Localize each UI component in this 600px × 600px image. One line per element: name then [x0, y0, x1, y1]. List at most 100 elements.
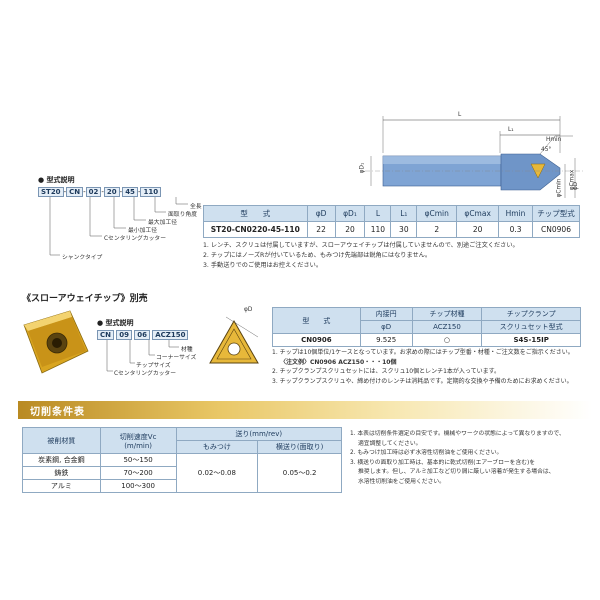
cell-chip-model: CN0906 — [272, 333, 361, 347]
insert-diagram — [209, 316, 259, 364]
model-label-chamfer-angle: 面取り角度 — [168, 212, 197, 218]
model-desc-leaders — [49, 197, 188, 256]
th-chip-grade-name: ACZ150 — [411, 320, 483, 334]
th-clamp-type: スクリュセット型式 — [481, 320, 581, 334]
cell-Cmax: 20 — [456, 221, 500, 238]
cell-Hmin: 0.3 — [498, 221, 534, 238]
insert-dim-label: φD — [244, 307, 253, 313]
cell-chip: CN0906 — [532, 221, 580, 238]
code-part-CN: CN — [66, 187, 84, 197]
note-line: 3. チップクランプスクリュや、締め付けのレンチは消耗品です。定期的な交換や予備… — [272, 377, 573, 385]
code-part-45: 45 — [122, 187, 138, 197]
table-row: 炭素鋼, 合金鋼 50～150 0.02～0.08 0.05～0.2 — [22, 453, 342, 493]
cell-D1: 20 — [334, 221, 366, 238]
cell-L: 110 — [364, 221, 392, 238]
note-line: 3. 横送りの面取り加工時は、基本的に乾式切削(エアーブローを含む)を — [350, 459, 536, 466]
dim-angle-label: 45° — [541, 147, 552, 153]
cut-table-header: 被削材質 切削速度Vc (m/min) 送り(mm/rev) — [22, 427, 343, 454]
note-line: 2. もみつけ加工時は必ず水溶性切削油をご使用ください。 — [350, 450, 503, 457]
cut-section-title: 切削条件表 — [30, 407, 85, 418]
cell-feed-side: 0.05～0.2 — [257, 453, 342, 493]
cell-inscribed: 9.525 — [359, 333, 413, 347]
th-model: 型 式 — [203, 205, 308, 222]
note-line: 1. チップは10個単位/1ケースとなっています。お求めの際にはチップ型番・材種… — [272, 349, 574, 356]
dim-D-label: φD — [573, 181, 580, 191]
cell-speed: 50～150 — [99, 453, 177, 467]
chip-label-corner: コーナーサイズ — [156, 355, 197, 361]
code-part-20: 20 — [103, 187, 120, 197]
chip-part-06: 06 — [134, 330, 150, 340]
th-D: φD — [306, 205, 336, 222]
cell-feed-plunge: 0.02～0.08 — [175, 453, 259, 493]
th-feed-plunge: もみつけ — [175, 440, 259, 454]
spec-table: 型 式 φD φD₁ L L₁ φCmin φCmax Hmin チップ型式 S… — [203, 205, 580, 238]
dim-D1-label: φD₁ — [359, 162, 366, 174]
cell-Cmin: 2 — [416, 221, 458, 238]
table-row: 鋳鉄 70～200 — [22, 466, 342, 480]
chip-label-size: チップサイズ — [136, 363, 171, 369]
code-part-ST20: ST20 — [38, 187, 64, 197]
th-feed: 送り(mm/rev) — [175, 427, 343, 441]
cell-model: ST20-CN0220-45-110 — [203, 221, 308, 238]
cut-table-subheader: もみつけ 横送り(面取り) — [23, 440, 342, 454]
chip-part-ACZ150: ACZ150 — [152, 330, 189, 340]
th-material: 被削材質 — [22, 427, 101, 454]
note-line: 3. 手動送りでのご使用はお控えください。 — [203, 262, 323, 269]
model-label-max-dia: 最大加工径 — [148, 220, 177, 226]
cell-D: 22 — [306, 221, 336, 238]
dim-Hmin-label: Hmin — [546, 137, 562, 143]
th-inscribed: 内接円 — [359, 307, 413, 321]
note-line: 適宜調整してください。 — [358, 440, 422, 447]
th-speed: 切削速度Vc (m/min) — [99, 427, 177, 454]
model-label-length: 全長 — [190, 204, 202, 210]
note-line: 2. チップにはノーズRが付いているため、もみつけ先端部は鋭角にはなりません。 — [203, 252, 432, 259]
cell-material: 鋳鉄 — [22, 466, 101, 480]
th-speed-line2: (m/min) — [124, 441, 153, 450]
note-line: 水溶性切削油をご使用ください。 — [358, 478, 445, 485]
th-feed-side: 横送り(面取り) — [257, 440, 342, 454]
tool-holder-drawing — [365, 116, 583, 198]
table-row: ST20-CN0220-45-110 22 20 110 30 2 20 0.3… — [203, 221, 580, 238]
model-label-cutter: Cセンタリングカッター — [104, 236, 167, 242]
model-desc-heading: ● 型式説明 — [38, 176, 75, 184]
insert-photo — [23, 310, 89, 374]
cell-clamp: S4S-15IP — [481, 333, 581, 347]
note-line: 1. 本表は切削条件選定の目安です。機械やワークの状態によって異なりますので、 — [350, 431, 565, 437]
dim-Cmin-label: φCmin — [556, 178, 563, 198]
chip-table: 型 式 内接円 チップ材種 チップクランプ φD ACZ150 スクリュセット型… — [272, 307, 581, 347]
th-chip-model: 型 式 — [272, 307, 361, 334]
chip-notes: 1. チップは10個単位/1ケースとなっています。お求めの際にはチップ型番・材種… — [272, 348, 592, 386]
cell-speed: 100～300 — [99, 479, 177, 493]
model-code-row: ST20-CN-02-20-45-110 — [38, 187, 162, 197]
chip-desc-leaders — [106, 340, 179, 372]
th-inscribed-D: φD — [359, 320, 413, 334]
dim-L-label: L — [458, 112, 462, 118]
note-line: 〈注文例〉CN0906 ACZ150・・・10個 — [280, 358, 397, 366]
cell-grade-avail: ○ — [411, 333, 483, 347]
cell-material: 炭素鋼, 合金鋼 — [22, 453, 101, 467]
chip-label-grade: 材種 — [181, 347, 193, 353]
dim-L1-label: L₁ — [508, 127, 514, 133]
th-L: L — [364, 205, 392, 222]
cut-notes: 1. 本表は切削条件選定の目安です。機械やワークの状態によって異なりますので、 … — [350, 430, 590, 488]
chip-label-cutter: Cセンタリングカッター — [114, 371, 177, 377]
chip-table-header: 型 式 内接円 チップ材種 チップクランプ — [272, 307, 581, 334]
cell-material: アルミ — [22, 479, 101, 493]
code-part-02: 02 — [85, 187, 102, 197]
chip-section-heading: 《スローアウェイチップ》別売 — [22, 294, 148, 304]
note-line: 推奨します。但し、アルミ加工など切り屑に厳しい溶着が発生する場合は、 — [358, 469, 555, 476]
chip-part-09: 09 — [116, 330, 132, 340]
spec-table-header: 型 式 φD φD₁ L L₁ φCmin φCmax Hmin チップ型式 — [203, 205, 580, 222]
cell-speed: 70～200 — [99, 466, 177, 480]
cut-section-band — [18, 401, 592, 419]
model-label-shank: シャンクタイプ — [62, 255, 103, 261]
th-chip: チップ型式 — [532, 205, 580, 222]
code-part-110: 110 — [140, 187, 162, 197]
cell-L1: 30 — [390, 221, 418, 238]
th-Cmax: φCmax — [456, 205, 500, 222]
th-L1: L₁ — [390, 205, 418, 222]
th-D1: φD₁ — [334, 205, 366, 222]
th-speed-line1: 切削速度Vc — [119, 432, 157, 441]
spec-notes: 1. レンチ、スクリュは付属していますが、スローアウェイチップは付属していません… — [203, 241, 583, 271]
th-Hmin: Hmin — [498, 205, 534, 222]
